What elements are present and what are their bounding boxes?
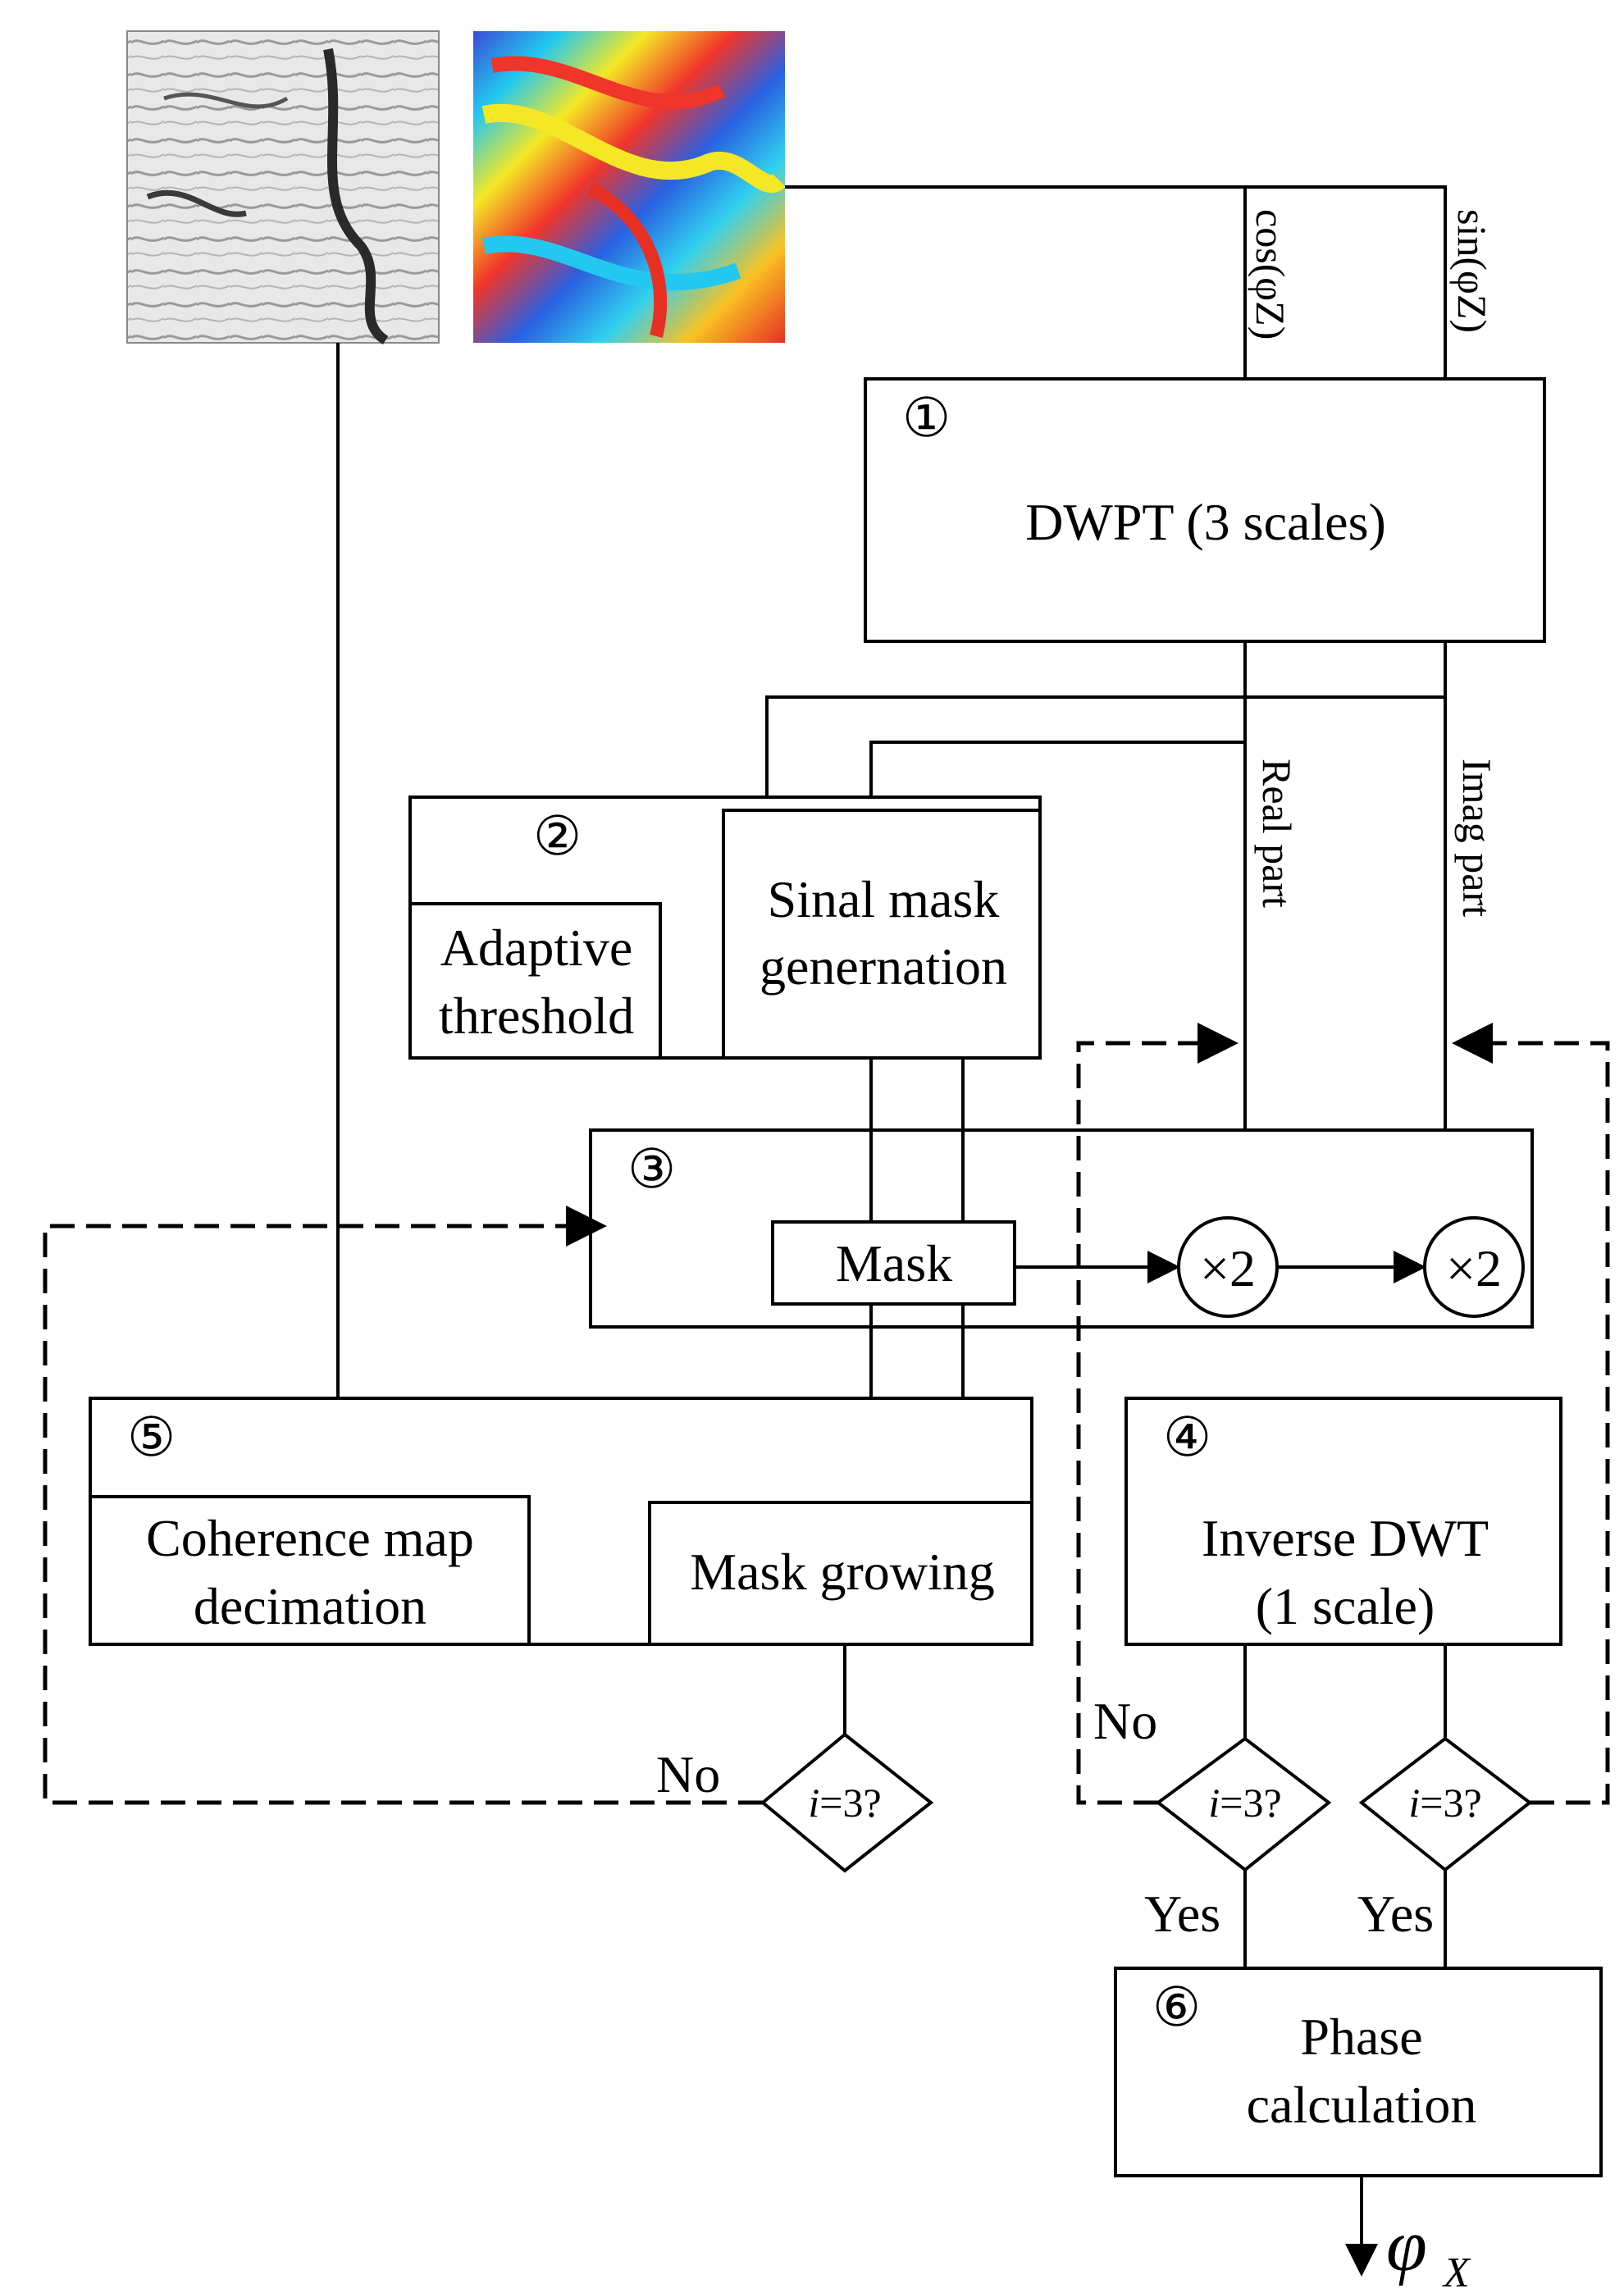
- step-5-mask-growing: ⑤ Coherence map decimation Mask growing: [89, 1397, 1033, 1646]
- step-4-inverse-dwt: ④ Inverse DWT (1 scale): [1124, 1397, 1562, 1646]
- step-number-6: ⑥: [1152, 1978, 1201, 2038]
- step-3-masking: ③ Mask ×2 ×2: [589, 1128, 1534, 1329]
- decision-left: i=3? No: [656, 1732, 934, 1873]
- step-number-5: ⑤: [127, 1408, 176, 1468]
- signal-mask-line1: Sinal mask: [768, 870, 1000, 928]
- decision-mid-yes: Yes: [1144, 1885, 1220, 1943]
- mask-label: Mask: [836, 1234, 952, 1292]
- interferometric-phase-image: [473, 31, 786, 343]
- output-symbol: φ X: [1386, 2205, 1471, 2293]
- signal-mask-line2: genernation: [760, 937, 1007, 996]
- multiply-2-second: ×2: [1446, 1239, 1502, 1297]
- adaptive-threshold-line1: Adaptive: [440, 919, 633, 977]
- cos-label: cos(φZ): [1248, 209, 1293, 340]
- signal-labels: cos(φZ) sin(φZ) Real part Imag part: [1248, 209, 1500, 917]
- feedback-loops: [43, 1023, 1610, 1805]
- decision-left-text: i=3?: [808, 1780, 881, 1826]
- sin-label: sin(φZ): [1449, 209, 1495, 333]
- step-6-phase-calculation: ⑥ Phase calculation: [1114, 1967, 1603, 2177]
- step-2-signal-mask: ② Adaptive threshold Sinal mask genernat…: [408, 795, 1042, 1060]
- coherence-line2: decimation: [194, 1577, 427, 1635]
- phase-calc-line1: Phase: [1300, 2008, 1422, 2066]
- step-1-dwpt: ① DWPT (3 scales): [864, 377, 1546, 643]
- phase-calc-line2: calculation: [1247, 2076, 1477, 2134]
- inverse-dwt-line1: Inverse DWT: [1202, 1509, 1489, 1567]
- step-number-4: ④: [1163, 1408, 1211, 1468]
- coherence-map-image: [126, 30, 440, 345]
- decision-right-text: i=3?: [1408, 1780, 1481, 1826]
- inverse-dwt-line2: (1 scale): [1256, 1577, 1435, 1635]
- step-number-3: ③: [627, 1140, 676, 1200]
- decision-left-no: No: [656, 1745, 720, 1803]
- decision-mid-text: i=3?: [1208, 1780, 1281, 1826]
- step-number-1: ①: [902, 389, 951, 449]
- imag-part-label: Imag part: [1454, 759, 1500, 917]
- coherence-line1: Coherence map: [146, 1509, 474, 1567]
- mask-growing-label: Mask growing: [690, 1543, 995, 1601]
- multiply-2-first: ×2: [1200, 1239, 1256, 1297]
- real-part-label: Real part: [1254, 759, 1300, 908]
- decision-mid-no: No: [1093, 1692, 1157, 1750]
- output-subscript: X: [1442, 2250, 1471, 2293]
- adaptive-threshold-line2: threshold: [439, 987, 634, 1045]
- dwpt-label: DWPT (3 scales): [1025, 493, 1386, 551]
- step-number-2: ②: [533, 807, 582, 867]
- decision-right-yes: Yes: [1357, 1885, 1434, 1943]
- decision-mid: i=3? No Yes: [1093, 1692, 1332, 1943]
- output-phi: φ: [1386, 2205, 1427, 2286]
- decision-right: i=3? Yes: [1357, 1736, 1533, 1943]
